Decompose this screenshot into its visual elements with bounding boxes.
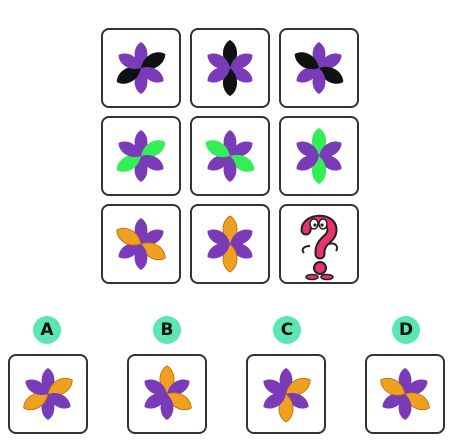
petal xyxy=(207,243,230,259)
petal xyxy=(48,393,71,409)
option-label-a: A xyxy=(33,316,61,344)
highlighted-petal xyxy=(319,66,344,84)
option-d-card[interactable] xyxy=(365,354,445,434)
petal xyxy=(263,379,286,395)
petal xyxy=(141,229,164,245)
petal xyxy=(207,229,230,245)
grid-cell-r2c1 xyxy=(101,116,181,196)
flower-icon xyxy=(116,130,166,182)
petal xyxy=(319,141,342,157)
option-b-card[interactable] xyxy=(127,354,207,434)
highlighted-petal xyxy=(230,154,255,172)
flower-icon xyxy=(116,218,166,270)
petal xyxy=(230,67,253,83)
grid-cell-missing xyxy=(279,204,359,284)
petal xyxy=(286,393,309,409)
highlighted-petal xyxy=(116,66,141,84)
petal xyxy=(319,53,342,69)
option-a-card[interactable] xyxy=(8,354,88,434)
option-label-c: C xyxy=(273,316,301,344)
grid-cell-r1c2 xyxy=(190,28,270,108)
option-label-d: D xyxy=(392,316,420,344)
petal xyxy=(207,53,230,69)
grid-cell-r1c1 xyxy=(101,28,181,108)
petal xyxy=(207,155,230,171)
petal xyxy=(144,379,167,395)
grid-cell-r2c3 xyxy=(279,116,359,196)
grid-cell-r1c3 xyxy=(279,28,359,108)
grid-cell-r2c2 xyxy=(190,116,270,196)
petal xyxy=(230,53,253,69)
flower-icon xyxy=(23,368,73,420)
grid-cell-r3c1 xyxy=(101,204,181,284)
petal xyxy=(144,393,167,409)
flower-icon xyxy=(207,40,253,96)
highlighted-petal xyxy=(116,227,142,246)
petal xyxy=(167,379,190,395)
petal xyxy=(382,393,405,409)
petal xyxy=(263,393,286,409)
flower-icon xyxy=(263,368,311,423)
highlighted-petal xyxy=(205,140,230,158)
question-mark-icon xyxy=(300,214,339,281)
flower-icon xyxy=(294,42,344,94)
flower-icon xyxy=(205,130,255,182)
petal xyxy=(296,141,319,157)
flower-icon xyxy=(296,128,342,184)
petal xyxy=(296,155,319,171)
highlighted-petal xyxy=(141,140,166,158)
petal xyxy=(230,229,253,245)
petal xyxy=(25,379,48,395)
petal xyxy=(319,155,342,171)
flower-icon xyxy=(380,368,430,420)
highlighted-petal xyxy=(380,377,406,396)
grid-cell-r3c2 xyxy=(190,204,270,284)
highlighted-petal xyxy=(116,154,141,172)
highlighted-petal xyxy=(294,52,319,70)
petal xyxy=(141,67,164,83)
highlighted-petal xyxy=(141,52,166,70)
petal xyxy=(118,141,141,157)
petal xyxy=(230,141,253,157)
option-c-card[interactable] xyxy=(246,354,326,434)
flower-icon xyxy=(144,365,192,420)
option-label-b: B xyxy=(153,316,181,344)
petal xyxy=(141,155,164,171)
flower-icon xyxy=(116,42,166,94)
petal xyxy=(296,67,319,83)
petal xyxy=(118,53,141,69)
petal xyxy=(207,67,230,83)
petal xyxy=(230,243,253,259)
petal xyxy=(118,243,141,259)
flower-icon xyxy=(207,215,253,273)
petal xyxy=(405,379,428,395)
